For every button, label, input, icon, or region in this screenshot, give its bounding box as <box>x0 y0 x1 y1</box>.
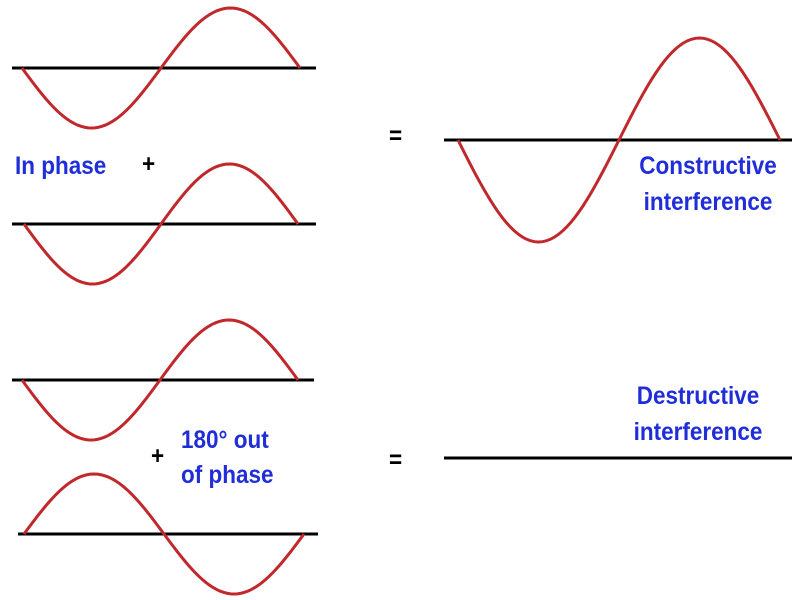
in-phase-label: In phase <box>15 152 107 180</box>
in-phase-wave-1 <box>12 6 316 130</box>
constructive-line-1: Constructive <box>639 152 777 180</box>
constructive-label: Constructive interference <box>618 150 798 219</box>
out-of-phase-wave-2 <box>18 472 318 596</box>
destructive-line-1: Destructive <box>636 382 760 410</box>
sine-wave <box>22 162 300 286</box>
destructive-line-2: interference <box>633 418 763 446</box>
out-of-phase-wave-1 <box>12 318 314 442</box>
constructive-line-2: interference <box>643 188 773 216</box>
equals-sign-bottom: = <box>389 446 403 474</box>
destructive-label: Destructive interference <box>608 380 788 449</box>
in-phase-wave-2 <box>12 162 316 286</box>
out-of-phase-label-line-1: 180° out <box>181 426 269 454</box>
plus-sign-top: + <box>142 150 156 178</box>
equals-sign-top: = <box>389 122 403 150</box>
sine-wave <box>20 6 302 130</box>
sine-wave <box>456 36 782 244</box>
out-of-phase-label-line-2: of phase <box>181 461 274 489</box>
plus-sign-bottom: + <box>151 442 165 470</box>
constructive-result-wave <box>444 36 792 244</box>
sine-wave <box>22 472 306 596</box>
sine-wave <box>20 318 300 442</box>
